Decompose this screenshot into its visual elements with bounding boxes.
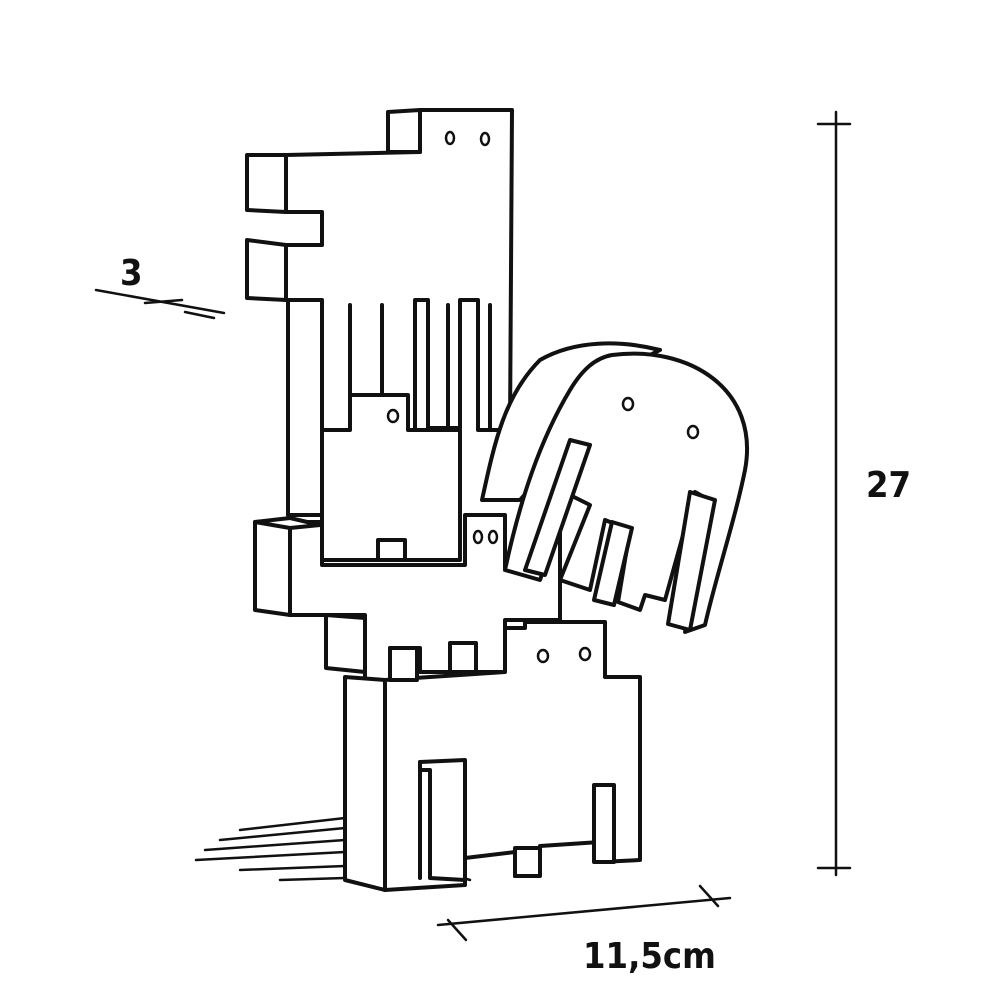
ground-hatching	[194, 816, 472, 882]
width-label: 11,5cm	[583, 936, 716, 977]
bottom-figure	[343, 620, 642, 892]
ghost-figure	[480, 341, 749, 634]
third-figure-eye-right	[487, 529, 499, 545]
ghost-eye-right	[686, 424, 700, 440]
top-figure-eye-left	[444, 130, 456, 146]
second-figure	[320, 393, 462, 562]
bottom-figure-eye-right	[578, 646, 592, 662]
top-figure	[245, 108, 514, 517]
height-dimension	[816, 110, 852, 877]
ghost-eye-left	[621, 396, 635, 412]
bottom-figure-eye-left	[536, 648, 550, 664]
height-label: 27	[866, 465, 911, 506]
top-figure-eye-right	[479, 131, 491, 147]
width-dimension	[436, 884, 732, 942]
depth-dimension	[94, 288, 226, 320]
third-figure-eye-left	[472, 529, 484, 545]
second-figure-eye	[386, 408, 400, 424]
depth-label: 3	[120, 253, 143, 294]
